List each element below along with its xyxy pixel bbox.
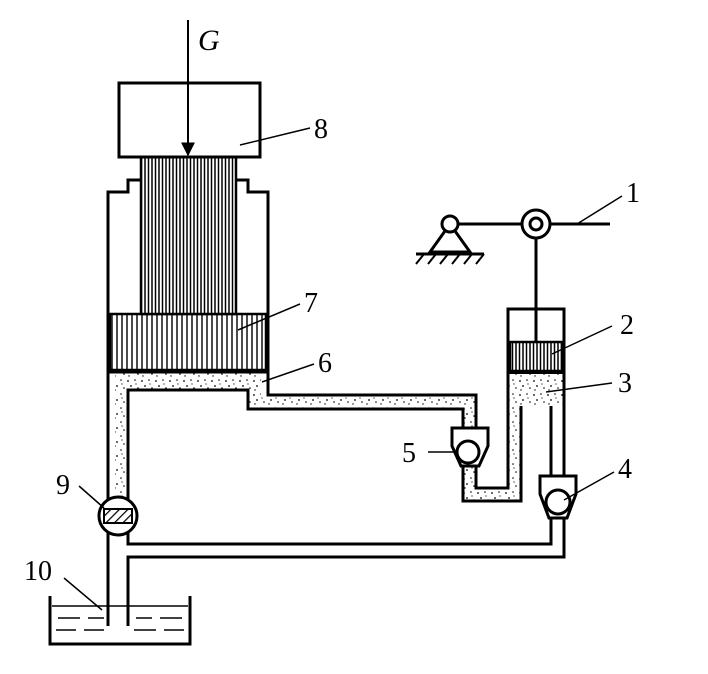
fluid-channels: [115, 373, 564, 501]
label-5: 5: [402, 438, 416, 469]
label-4: 4: [618, 454, 632, 485]
label-7: 7: [304, 288, 318, 319]
large-cylinder: [106, 178, 270, 542]
oil-reservoir: [48, 596, 192, 646]
pipe-walls: [106, 307, 566, 626]
label-2: 2: [620, 310, 634, 341]
label-8: 8: [314, 114, 328, 145]
leader-lines: [63, 127, 623, 611]
lever-assembly: [415, 208, 610, 265]
load-label: G: [198, 24, 220, 57]
check-valve-5: [450, 426, 490, 468]
large-piston: [108, 312, 268, 372]
label-1: 1: [626, 178, 640, 209]
large-piston-rod: [139, 155, 238, 316]
stop-valve-9: [97, 495, 139, 537]
label-9: 9: [56, 470, 70, 501]
small-piston: [508, 340, 564, 373]
check-valve-4: [538, 474, 578, 520]
label-3: 3: [618, 368, 632, 399]
label-10: 10: [24, 556, 52, 587]
label-6: 6: [318, 348, 332, 379]
load-block: [117, 81, 262, 159]
